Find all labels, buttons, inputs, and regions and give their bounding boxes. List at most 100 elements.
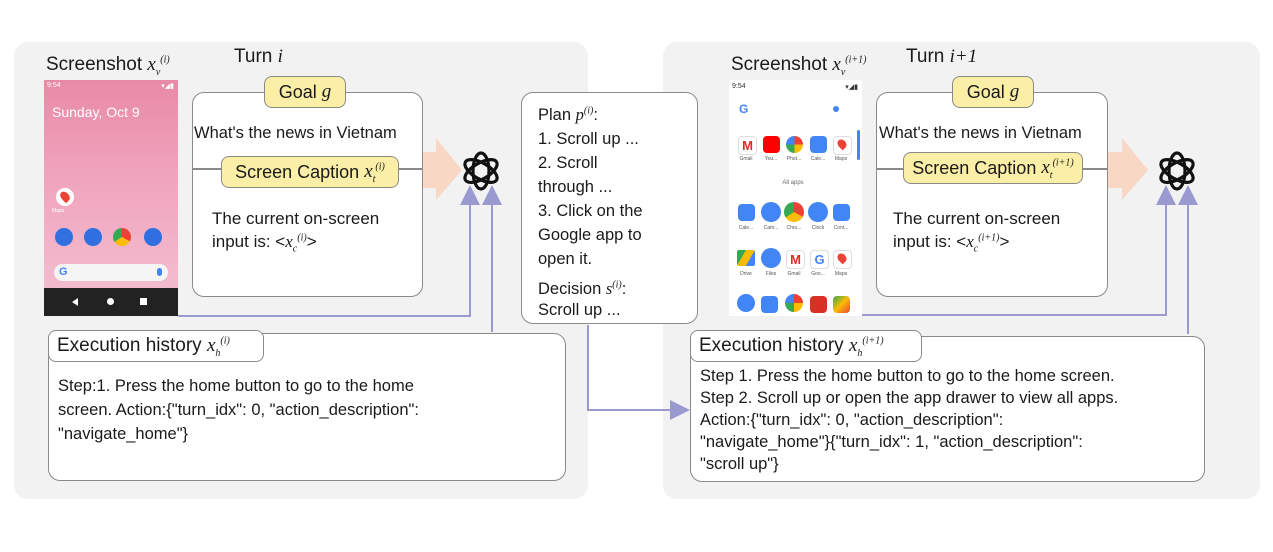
youtube-icon xyxy=(763,136,780,153)
scroll-indicator xyxy=(857,130,860,160)
left-history-symbol: xh(i) xyxy=(206,335,230,359)
left-screenshot-symbol: xv(i) xyxy=(147,54,170,78)
right-caption-symbol: xt(i+1) xyxy=(1041,157,1074,181)
left-caption-line2-prefix: input is: < xyxy=(212,232,286,251)
plan-line-6: open it. xyxy=(538,250,593,268)
left-phone-status-icons: ▾◢▮ xyxy=(161,83,174,90)
decision-symbol: s(i) xyxy=(605,279,622,298)
left-turn-index: i xyxy=(277,46,283,67)
right-history-line-4: "navigate_home"}{"turn_idx": 1, "action_… xyxy=(700,433,1083,451)
back-icon xyxy=(72,298,78,306)
right-screenshot-symbol: xv(i+1) xyxy=(832,54,867,78)
photos-icon xyxy=(786,136,803,153)
left-turn-label: Turn xyxy=(234,46,273,67)
right-history-tag: Execution history xh(i+1) xyxy=(690,330,922,362)
right-history-label: Execution history xyxy=(699,335,844,356)
app-label: You... xyxy=(764,156,778,162)
left-caption-line1: The current on-screen xyxy=(212,209,380,228)
calendar-icon xyxy=(738,204,755,221)
right-history-line-2: Step 2. Scroll up or open the app drawer… xyxy=(700,389,1119,407)
plan-symbol: p(i) xyxy=(575,105,594,124)
photos-icon xyxy=(785,294,803,312)
home-icon xyxy=(107,298,114,305)
left-caption-tag: Screen Caption xt(i) xyxy=(221,156,399,188)
app-label: Gmail xyxy=(739,156,753,162)
left-history-line-2: screen. Action:{"turn_idx": 0, "action_d… xyxy=(58,401,419,419)
right-caption-line2-suffix: > xyxy=(999,232,1010,251)
left-goal-box xyxy=(192,92,423,297)
camera-icon xyxy=(761,202,781,222)
left-screenshot-label: Screenshot xyxy=(46,54,143,75)
right-history-symbol: xh(i+1) xyxy=(848,335,884,359)
right-goal-symbol: g xyxy=(1009,81,1020,102)
app-label: Gmail xyxy=(787,271,801,277)
right-goal-tag: Goal g xyxy=(952,76,1034,108)
right-turn-title: Turn i+1 xyxy=(906,46,977,68)
google-g-icon: G xyxy=(59,266,68,278)
app-label: Cam... xyxy=(763,225,779,231)
messages-icon xyxy=(737,294,755,312)
app-label: Cale... xyxy=(810,156,826,162)
right-llm-icon xyxy=(1154,148,1200,194)
drive-icon xyxy=(737,250,755,266)
right-turn-label: Turn xyxy=(906,46,945,67)
left-history-line-3: "navigate_home"} xyxy=(58,425,189,443)
right-phone-time: 9:54 xyxy=(732,83,746,90)
left-goal-text: What's the news in Vietnam xyxy=(194,124,397,142)
left-caption-symbol: xt(i) xyxy=(364,161,385,185)
left-turn-title: Turn i xyxy=(234,46,283,68)
right-goal-label: Goal xyxy=(966,81,1005,102)
recents-icon xyxy=(140,298,147,305)
app-label: Goo... xyxy=(811,271,825,277)
plan-line-2: 2. Scroll xyxy=(538,154,598,172)
plan-line-3: through ... xyxy=(538,178,613,196)
right-caption-line1: The current on-screen xyxy=(893,209,1061,228)
left-goal-label: Goal xyxy=(278,81,317,102)
maps-label: Maps xyxy=(52,208,65,214)
right-goal-box xyxy=(876,92,1108,297)
left-history-tag: Execution history xh(i) xyxy=(48,330,264,362)
messages-icon xyxy=(84,228,102,246)
contacts-icon xyxy=(833,204,850,221)
app-label: Maps xyxy=(834,156,848,162)
mic-icon xyxy=(157,268,162,276)
plan-line-1: 1. Scroll up ... xyxy=(538,130,639,148)
app-label: Chro... xyxy=(786,225,802,231)
right-screenshot-title: Screenshot xv(i+1) xyxy=(731,54,867,78)
app-label: Files xyxy=(765,271,777,277)
plan-title: Plan p(i): xyxy=(538,105,598,124)
left-phone-screenshot: 9:54 ▾◢▮ Sunday, Oct 9 Maps G xyxy=(44,80,178,316)
right-history-line-1: Step 1. Press the home button to go to t… xyxy=(700,367,1115,385)
all-apps-label: All apps xyxy=(782,180,804,186)
right-screenshot-label: Screenshot xyxy=(731,54,828,75)
plan-box xyxy=(521,92,698,324)
maps-icon-drawer xyxy=(833,250,852,269)
right-turn-index: i+1 xyxy=(949,46,978,67)
files-icon xyxy=(761,248,781,268)
play-movies-icon xyxy=(810,296,827,313)
right-caption-line2-prefix: input is: < xyxy=(893,232,967,251)
plan-label: Plan xyxy=(538,106,572,124)
decision-title: Decision s(i): xyxy=(538,279,627,298)
clock-icon-drawer xyxy=(808,202,828,222)
right-history-line-3: Action:{"turn_idx": 0, "action_descripti… xyxy=(700,411,1004,429)
right-phone-status-icons: ▾◢▮ xyxy=(845,84,858,91)
right-caption-line2: input is: <xc(i+1)> xyxy=(893,231,1010,254)
clock-icon xyxy=(144,228,162,246)
left-history-label: Execution history xyxy=(57,335,202,356)
right-google-icon: G xyxy=(739,102,749,116)
app-label: Clock xyxy=(811,225,825,231)
google-search-bar: G xyxy=(54,264,168,281)
right-history-line-5: "scroll up"} xyxy=(700,455,779,473)
right-assistant-icon xyxy=(833,106,839,112)
decision-label: Decision xyxy=(538,280,602,298)
app-label: Drive xyxy=(740,271,752,277)
left-phone-navbar xyxy=(44,288,178,316)
gmail-icon: M xyxy=(738,136,757,155)
left-phone-date: Sunday, Oct 9 xyxy=(52,104,140,120)
left-phone-time: 9:54 xyxy=(47,82,61,89)
left-goal-tag: Goal g xyxy=(264,76,346,108)
right-caption-label: Screen Caption xyxy=(912,157,1037,178)
app-label: Phot... xyxy=(786,156,802,162)
